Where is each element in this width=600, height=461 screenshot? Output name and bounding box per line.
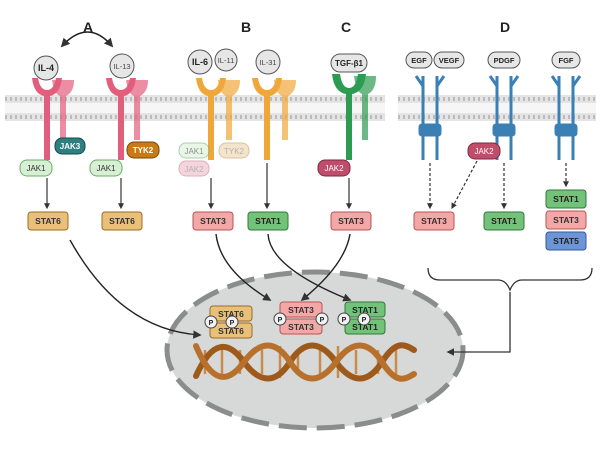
phospho-icon bbox=[225, 315, 239, 329]
stat-d1: STAT3 bbox=[413, 211, 455, 231]
nuclear-stat3-top-label: STAT3 bbox=[288, 305, 314, 315]
stat-d2-label: STAT1 bbox=[491, 216, 517, 226]
stat-d3-1-label: STAT1 bbox=[553, 194, 579, 204]
panel-label-c: C bbox=[341, 19, 351, 35]
ligand-il11: IL-11 bbox=[214, 48, 238, 72]
stat-a1: STAT6 bbox=[27, 211, 69, 231]
stat-d2: STAT1 bbox=[483, 211, 525, 231]
ligand-il11-label: IL-11 bbox=[218, 56, 235, 65]
tgfb1-receptor bbox=[332, 74, 376, 160]
nuclear-stat1-bottom-label: STAT1 bbox=[352, 322, 378, 332]
ligand-tgfb1: TGF-β1 bbox=[330, 53, 368, 73]
stat-b2: STAT1 bbox=[247, 211, 289, 231]
panel-d-brace bbox=[427, 267, 593, 292]
stat-b2-label: STAT1 bbox=[255, 216, 281, 226]
il31-receptor bbox=[252, 78, 296, 160]
kinase-jak3-label: JAK3 bbox=[60, 142, 81, 151]
phospho-label: P bbox=[278, 317, 283, 324]
nuclear-stat3-bottom-label: STAT3 bbox=[288, 322, 314, 332]
stat-d3-3-label: STAT5 bbox=[553, 236, 579, 246]
ligand-il6: IL-6 bbox=[187, 49, 213, 75]
kinase-jak1-b-label: JAK1 bbox=[184, 147, 204, 156]
nuclear-dimer-stat6: STAT6 STAT6 P P bbox=[204, 305, 253, 339]
nuclear-stat6-top-label: STAT6 bbox=[218, 309, 244, 319]
kinase-tyk2-b-label: TYK2 bbox=[224, 147, 245, 156]
ligand-il4: IL-4 bbox=[33, 55, 59, 81]
pdgf-receptor bbox=[488, 75, 520, 160]
stat-a1-label: STAT6 bbox=[35, 216, 61, 226]
cell-membrane bbox=[5, 95, 596, 121]
ligand-egf: EGF bbox=[405, 51, 433, 69]
kinase-jak1-b: JAK1 bbox=[178, 142, 210, 159]
nuclear-dimer-stat3: STAT3 STAT3 P P bbox=[273, 301, 329, 335]
ligand-il13-label: IL-13 bbox=[113, 62, 130, 71]
il6-receptor bbox=[196, 78, 240, 160]
nuclear-stat1-top-label: STAT1 bbox=[352, 305, 378, 315]
stat-d3-stack: STAT1 STAT3 STAT5 bbox=[545, 189, 587, 251]
stat-c1-label: STAT3 bbox=[338, 216, 364, 226]
phospho-label: P bbox=[230, 320, 235, 327]
phospho-label: P bbox=[342, 317, 347, 324]
il13-receptor bbox=[106, 78, 148, 160]
ligand-vegf: VEGF bbox=[433, 51, 465, 69]
stat-c1: STAT3 bbox=[330, 211, 372, 231]
ligand-egf-label: EGF bbox=[411, 56, 427, 65]
phospho-icon bbox=[204, 315, 218, 329]
kinase-tyk2-a-label: TYK2 bbox=[133, 146, 154, 155]
kinase-jak1-a1: JAK1 bbox=[19, 159, 53, 177]
phospho-icon bbox=[273, 312, 287, 326]
panel-label-a: A bbox=[83, 19, 93, 35]
stat-d3-2-label: STAT3 bbox=[553, 215, 579, 225]
panel-label-b: B bbox=[241, 19, 251, 35]
fgf-receptor bbox=[550, 75, 582, 160]
il4-il13-shared-receptor-arrow bbox=[60, 31, 114, 48]
il4-receptor bbox=[32, 78, 74, 160]
phospho-label: P bbox=[209, 320, 214, 327]
dna-helix bbox=[193, 342, 417, 382]
stat-d1-label: STAT3 bbox=[421, 216, 447, 226]
kinase-jak2-d: JAK2 bbox=[467, 142, 501, 160]
ligand-pdgf: PDGF bbox=[487, 51, 521, 69]
kinase-tyk2-a: TYK2 bbox=[126, 141, 160, 159]
kinase-jak3: JAK3 bbox=[54, 137, 86, 155]
kinase-jak2-b-label: JAK2 bbox=[184, 165, 204, 174]
activation-arrows bbox=[44, 160, 569, 210]
ligand-il31-label: IL-31 bbox=[259, 58, 276, 67]
phospho-icon bbox=[357, 312, 371, 326]
phospho-label: P bbox=[320, 317, 325, 324]
stat-b1-label: STAT3 bbox=[200, 216, 226, 226]
ligand-il13: IL-13 bbox=[109, 53, 135, 79]
panel-d-to-nucleus-arrow bbox=[446, 292, 511, 356]
ligand-il31: IL-31 bbox=[255, 49, 281, 75]
ligand-pdgf-label: PDGF bbox=[494, 56, 515, 65]
kinase-jak1-a2-label: JAK1 bbox=[96, 164, 116, 173]
kinase-jak2-c: JAK2 bbox=[317, 159, 351, 177]
ligand-vegf-label: VEGF bbox=[439, 56, 460, 65]
phospho-icon bbox=[337, 312, 351, 326]
membrane-left bbox=[5, 95, 385, 121]
phospho-icon bbox=[315, 312, 329, 326]
kinase-jak2-d-label: JAK2 bbox=[474, 147, 494, 156]
ligand-il4-label: IL-4 bbox=[38, 63, 54, 73]
kinase-tyk2-b: TYK2 bbox=[218, 142, 250, 159]
ligand-fgf-label: FGF bbox=[559, 56, 574, 65]
kinase-jak1-a1-label: JAK1 bbox=[26, 164, 46, 173]
kinase-jak2-b: JAK2 bbox=[178, 160, 210, 177]
panel-label-d: D bbox=[500, 19, 510, 35]
stat-a2-label: STAT6 bbox=[109, 216, 135, 226]
kinase-jak2-c-label: JAK2 bbox=[324, 164, 344, 173]
ligand-tgfb1-label: TGF-β1 bbox=[335, 59, 364, 68]
stat-b1: STAT3 bbox=[192, 211, 234, 231]
stat-a2: STAT6 bbox=[101, 211, 143, 231]
kinase-jak1-a2: JAK1 bbox=[89, 159, 123, 177]
ligand-il6-label: IL-6 bbox=[192, 57, 208, 67]
translocation-arrows bbox=[69, 233, 352, 339]
nuclear-stat6-bottom-label: STAT6 bbox=[218, 326, 244, 336]
nuclear-dimer-stat1: STAT1 STAT1 P P bbox=[337, 301, 386, 335]
ligand-fgf: FGF bbox=[551, 51, 581, 69]
egf-vegf-receptor bbox=[414, 75, 446, 160]
phospho-label: P bbox=[362, 317, 367, 324]
